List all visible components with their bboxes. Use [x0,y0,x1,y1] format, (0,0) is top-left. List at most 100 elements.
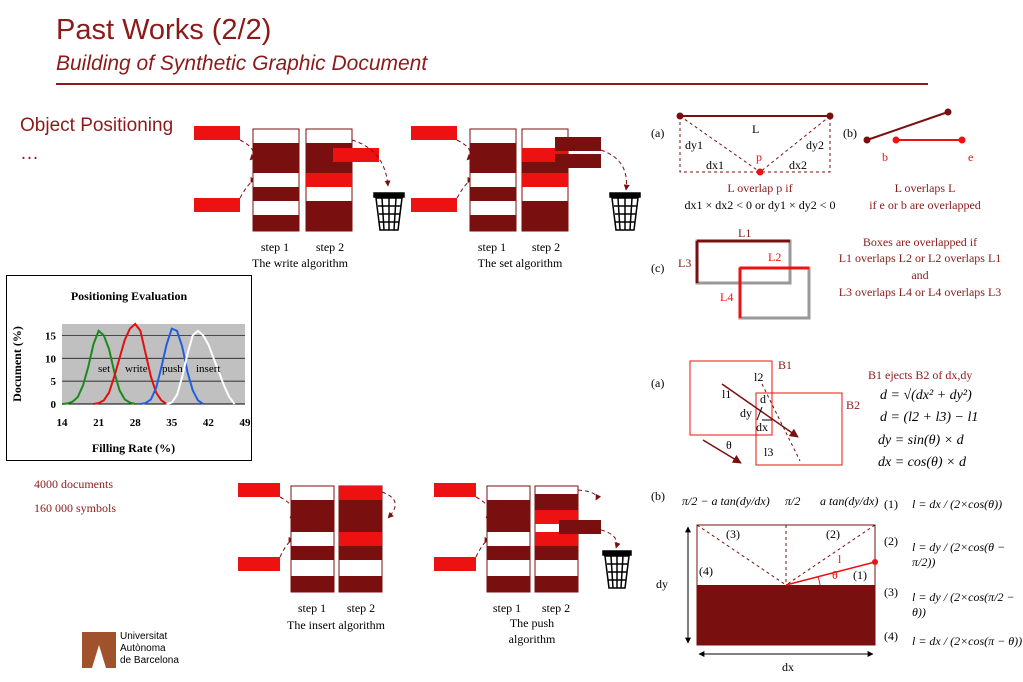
object-positioning-heading: Object Positioning … [20,115,174,164]
ejection-l3-label: l3 [764,445,774,459]
chart-y-label: Document (%) [10,326,24,402]
overlap-dx1-label: dx1 [706,158,724,172]
overlap-c-caption-3: and [911,268,929,282]
chart-series-insert [166,329,236,405]
overlap-e-point-label: e [968,150,974,164]
overlap-c-label: (c) [651,261,665,275]
box-L4-label: L4 [720,290,734,304]
ejection-a-label: (a) [651,376,665,390]
set-step2: step 2 [531,240,561,254]
write-algorithm-diagram [194,126,405,232]
chart-plot-area [62,324,245,404]
chart-y-tick: 0 [51,399,57,411]
overlap-b-label: (b) [843,126,857,140]
push-algorithm-name-1: The push [509,616,555,630]
university-name: Universitat Autònoma de Barcelona [120,631,179,667]
set-algorithm-diagram [411,126,641,232]
chart-x-tick: 21 [93,417,104,429]
overlap-b-caption-1: L overlaps L [894,181,956,195]
eq-label-2: (2) [884,534,898,548]
overlap-a-label: (a) [651,126,665,140]
ejection-formula-1: d = √(dx² + dy²) [880,388,972,403]
chart-x-tick: 49 [240,417,252,429]
angle-theta-label: θ [832,568,838,582]
overlap-b-diagram [863,108,966,144]
ejection-theta-label: θ [726,438,732,452]
trash-icon-2 [609,192,641,231]
university-line-1: Universitat [120,631,168,642]
overlap-a-diagram [676,112,834,176]
eq-label-4: (4) [884,629,898,643]
trash-icon-1 [373,192,405,231]
eq-2: l = dy / (2×cos(θ − π/2)) [912,540,1006,569]
university-line-2: Autònoma [120,643,166,654]
trash-icon-3 [602,550,632,589]
overlap-b-point-label: b [882,150,888,164]
ejection-d-label: d [760,392,766,406]
overlap-p-label: p [756,150,762,164]
chart-series-write [93,322,168,405]
angle-dx-label: dx [782,660,794,674]
push-algorithm-name-2: algorithm [508,632,556,646]
chart-title: Positioning Evaluation [71,289,188,303]
overlap-dx2-label: dx2 [789,158,807,172]
chart-x-tick: 42 [203,417,215,429]
insert-step1: step 1 [297,601,327,615]
eq-3: l = dy / (2×cos(π/2 − θ)) [912,590,1015,619]
eq-label-3: (3) [884,585,898,599]
set-algorithm-name: The set algorithm [477,256,563,270]
write-algorithm-name: The write algorithm [252,256,348,270]
box-L2-label: L2 [768,250,782,264]
chart-y-tick: 15 [45,330,57,342]
push-step2: step 2 [541,601,571,615]
eq-1: l = dx / (2×cos(θ)) [912,497,1003,511]
angle-region-1: (1) [853,568,867,582]
overlap-c-caption-2: L1 overlaps L2 or L2 overlaps L1 [838,251,1002,265]
ejection-dy-label: dy [740,406,752,420]
chart-x-label: Filling Rate (%) [92,441,175,455]
push-algorithm-diagram [434,483,632,593]
angle-region-3: (3) [726,527,740,541]
ejection-diagram [689,360,843,466]
stats-symbols: 160 000 symbols [34,501,117,515]
overlap-c-caption-4: L3 overlaps L4 or L4 overlaps L3 [838,285,1002,299]
angle-dy-label: dy [656,577,668,591]
chart-series-label: insert [196,363,220,375]
slide-subtitle: Building of Synthetic Graphic Document [56,52,428,75]
chart-y-tick: 10 [45,353,57,365]
insert-step2: step 2 [346,601,376,615]
box-L3-label: L3 [678,256,692,270]
angle-range-1: π/2 − a tan(dy/dx) [682,494,770,508]
chart-x-tick: 14 [57,417,69,429]
title-divider [56,83,928,85]
angle-range-2: π/2 [785,494,801,508]
ejection-formula-2: d = (l2 + l3) − l1 [880,410,979,425]
ejection-B2-label: B2 [846,398,861,412]
overlap-a-caption-1: L overlap p if [727,181,793,195]
overlap-dy2-label: dy2 [806,138,824,152]
angle-region-2: (2) [826,527,840,541]
university-logo-icon [82,632,116,668]
overlap-c-diagram [695,239,811,320]
ejection-B1-label: B1 [778,358,793,372]
angle-b-label: (b) [651,489,665,503]
write-step1: step 1 [260,240,290,254]
overlap-L-label: L [752,122,760,136]
slide-title: Past Works (2/2) [56,14,272,46]
ejection-l1-label: l1 [722,387,732,401]
chart-series-push [140,327,204,405]
set-step1: step 1 [477,240,507,254]
box-L1-label: L1 [738,226,752,240]
overlap-c-caption-1: Boxes are overlapped if [862,235,978,249]
chart-series-label: push [162,363,183,375]
ejection-formula-3: dy = sin(θ) × d [878,433,964,448]
overlap-a-caption-2: dx1 × dx2 < 0 or dy1 × dy2 < 0 [684,198,836,212]
insert-algorithm-name: The insert algorithm [287,618,385,632]
chart-series-label: write [125,363,148,375]
angle-range-3: a tan(dy/dx) [820,494,879,508]
chart-y-tick: 5 [51,376,57,388]
overlap-dy1-label: dy1 [685,138,703,152]
